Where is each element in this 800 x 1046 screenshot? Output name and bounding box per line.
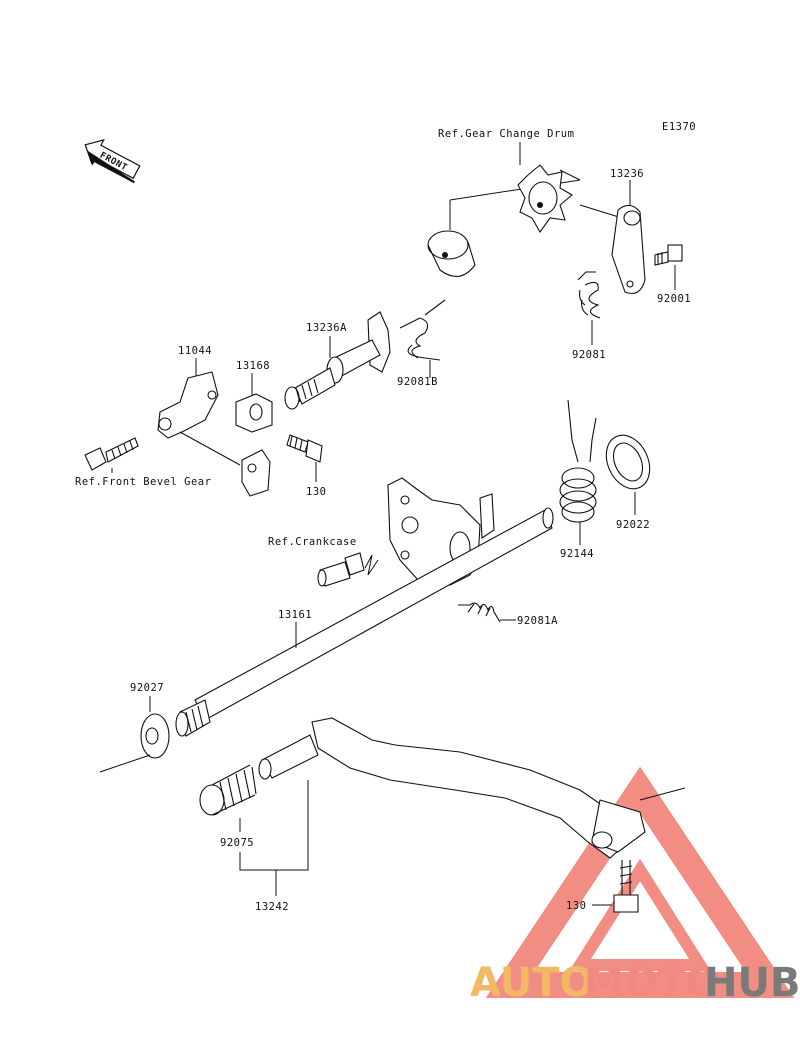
part-92027-label: 92027	[130, 682, 164, 694]
watermark-text: AUTO MOTO HUB	[470, 960, 800, 1006]
part-130-upper-label: 130	[306, 486, 326, 498]
front-arrow-icon: FRONT	[84, 139, 141, 184]
part-92001-bolt	[654, 244, 683, 266]
part-13236-leader	[579, 180, 631, 219]
part-92081A-spring	[458, 602, 501, 623]
ref-crankcase-leader	[364, 554, 379, 576]
part-13161-shift-shaft	[175, 507, 554, 737]
watermark-moto: MOTO	[584, 960, 719, 1006]
gear-change-drum-star	[517, 164, 573, 234]
part-11044-bracket	[157, 371, 219, 439]
pedal-arrow-line	[639, 787, 686, 801]
part-13236A-shaft	[284, 311, 391, 410]
part-130-bolt-lower	[613, 860, 639, 913]
part-13236-label: 13236	[610, 168, 644, 180]
part-92075-rubber	[199, 764, 257, 816]
part-13242-leader	[239, 780, 309, 896]
part-11044-link-line	[179, 431, 241, 466]
part-92081B-label: 92081B	[397, 376, 438, 388]
part-13236-lever	[611, 204, 646, 295]
diagram-code: E1370	[662, 121, 696, 133]
part-92022-washer	[605, 434, 651, 490]
ref-crankcase-label: Ref.Crankcase	[268, 536, 357, 548]
part-92081-spring	[577, 271, 601, 319]
ref-gear-change-drum-leader	[449, 142, 581, 230]
part-13168-label: 13168	[236, 360, 270, 372]
front-bevel-bolt	[84, 437, 139, 471]
part-92081B-spring	[399, 299, 446, 361]
watermark-logo	[485, 766, 795, 998]
crankcase-pin	[317, 552, 365, 587]
watermark-triangle	[485, 766, 795, 998]
part-130-lower-label: 130	[566, 900, 586, 912]
part-13161-label: 13161	[278, 609, 312, 621]
part-92001-label: 92001	[657, 293, 691, 305]
ref-front-bevel-gear-label: Ref.Front Bevel Gear	[75, 476, 211, 488]
part-13242-label: 13242	[255, 901, 289, 913]
part-92027-link-line	[99, 754, 151, 773]
part-13236A-label: 13236A	[306, 322, 347, 334]
gear-change-drum-small	[427, 230, 476, 277]
part-92022-label: 92022	[616, 519, 650, 531]
part-92144-spring	[559, 399, 597, 523]
watermark-auto: AUTO	[470, 960, 594, 1006]
part-11044-label: 11044	[178, 345, 212, 357]
part-92081-label: 92081	[572, 349, 606, 361]
ref-gear-change-drum-label: Ref.Gear Change Drum	[438, 128, 574, 140]
part-92144-label: 92144	[560, 548, 594, 560]
watermark-inner-triangle	[569, 858, 711, 971]
part-92081A-label: 92081A	[517, 615, 558, 627]
part-13242-shift-pedal	[258, 717, 646, 859]
watermark-hub: HUB	[704, 960, 800, 1006]
part-13168-block	[235, 393, 273, 497]
part-92027-washer	[140, 713, 170, 759]
part-92075-label: 92075	[220, 837, 254, 849]
part-130-bolt-upper	[286, 434, 323, 463]
